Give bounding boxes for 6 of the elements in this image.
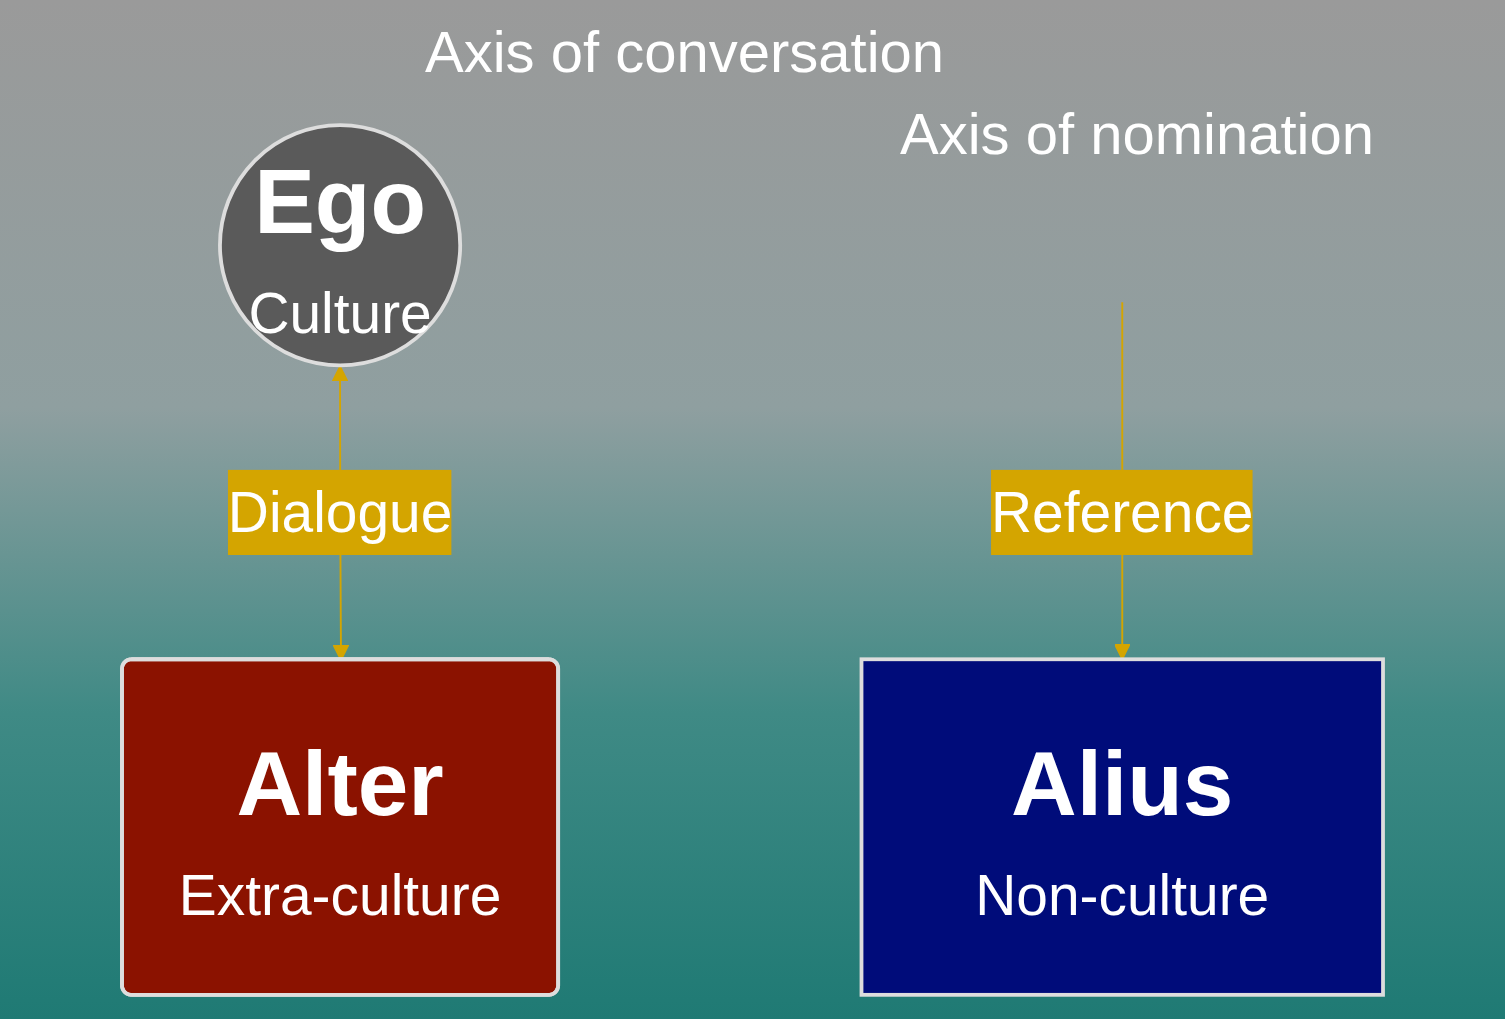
- node-circle: Ego Culture: [218, 123, 463, 368]
- edge-label: Dialogue: [227, 481, 453, 544]
- axis-label: Axis of nomination: [900, 100, 1374, 167]
- edge-label: Reference: [991, 481, 1254, 544]
- node-box: Alius Non-culture: [859, 657, 1385, 997]
- axis-label: Axis of conversation: [425, 18, 945, 85]
